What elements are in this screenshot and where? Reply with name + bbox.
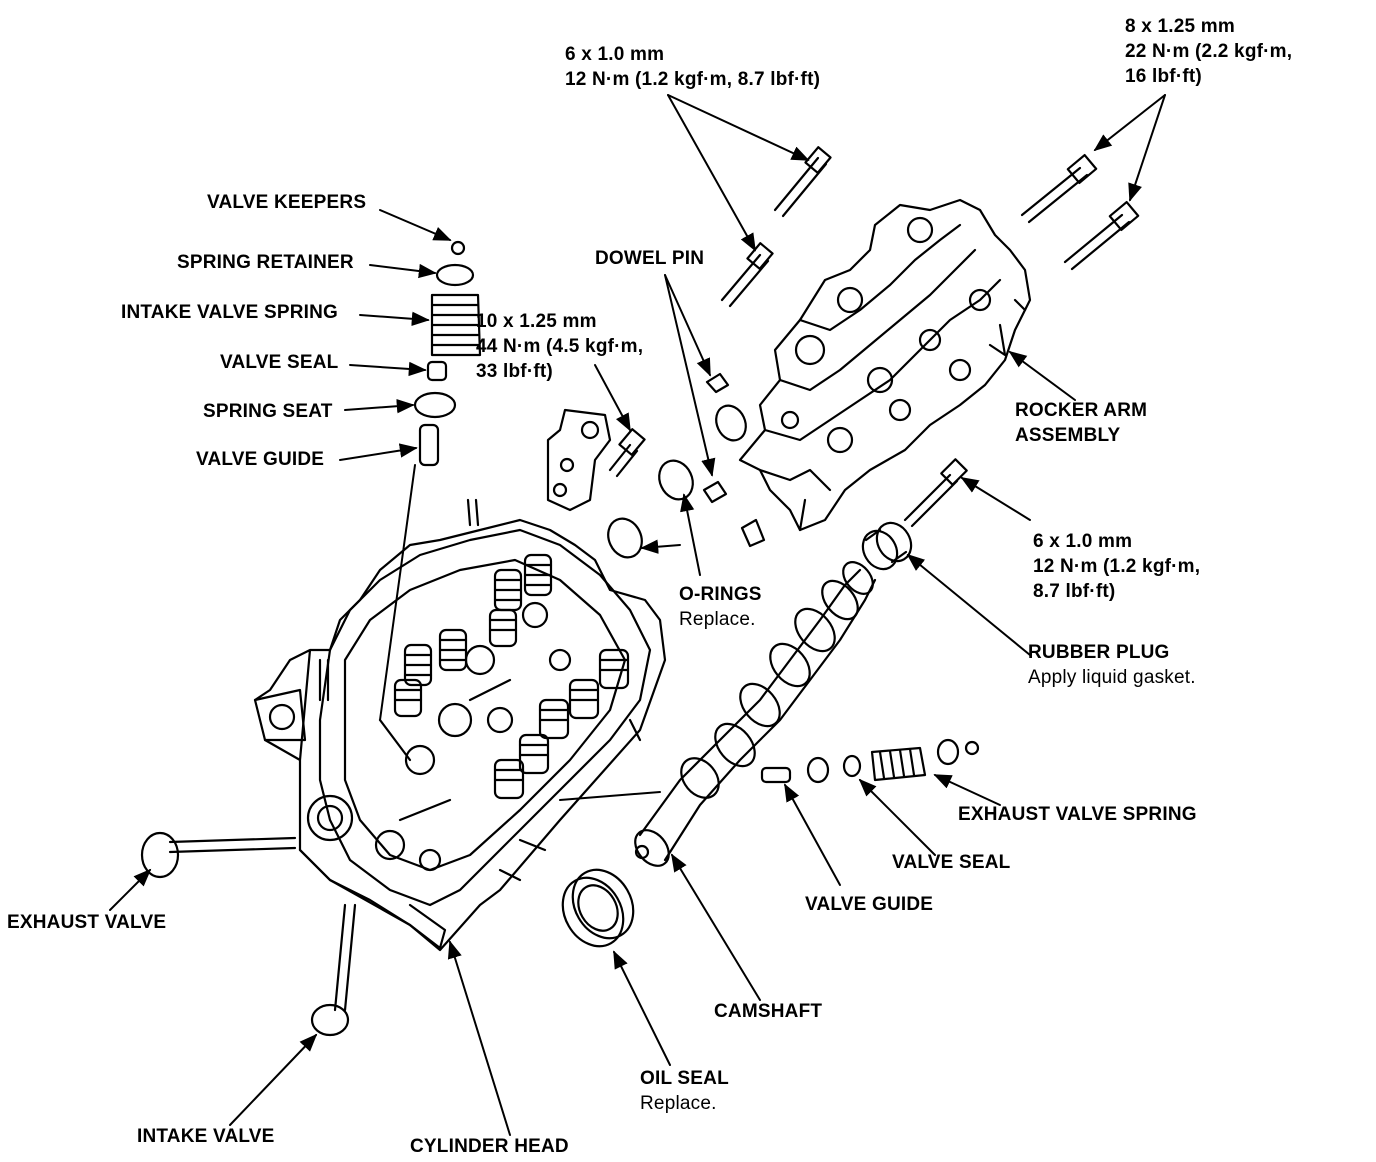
rocker-arm-assembly-line1: ROCKER ARM — [1015, 400, 1148, 421]
cylinder-head-label: CYLINDER HEAD — [410, 1136, 569, 1157]
rocker-arm-assembly-label: ROCKER ARM ASSEMBLY — [1015, 398, 1147, 448]
spring-seat-label: SPRING SEAT — [203, 401, 333, 422]
torque-spec-6mm-top-torque: 12 N·m (1.2 kgf·m, 8.7 lbf·ft) — [565, 69, 821, 90]
dowel-pin-label: DOWEL PIN — [595, 248, 705, 269]
rubber-plug-note: Apply liquid gasket. — [1028, 667, 1196, 688]
dowel-pins-drawing — [702, 372, 766, 548]
oil-seal-drawing — [561, 868, 635, 948]
torque-spec-8mm-size: 8 x 1.25 mm — [1125, 16, 1235, 37]
leader-lines — [109, 94, 1166, 1136]
torque-spec-6mm-right-torque-cont: 8.7 lbf·ft) — [1033, 581, 1116, 602]
camshaft-drawing — [634, 561, 877, 867]
rocker-arm-assembly-line2: ASSEMBLY — [1015, 425, 1121, 446]
intake-valve-parts-drawing — [413, 240, 482, 467]
torque-spec-8mm: 8 x 1.25 mm 22 N·m (2.2 kgf·m, 16 lbf·ft… — [1125, 14, 1292, 89]
exhaust-valve-parts-drawing — [760, 738, 980, 784]
o-rings-title: O-RINGS — [679, 584, 762, 605]
exhaust-valve-label: EXHAUST VALVE — [7, 912, 167, 933]
torque-spec-10mm: 10 x 1.25 mm 44 N·m (4.5 kgf·m, 33 lbf·f… — [476, 309, 643, 384]
spring-retainer-label: SPRING RETAINER — [177, 252, 354, 273]
o-rings-note: Replace. — [679, 609, 756, 630]
rubber-plug-label: RUBBER PLUG Apply liquid gasket. — [1028, 640, 1196, 690]
valve-guide-top-label: VALVE GUIDE — [196, 449, 325, 470]
valve-keepers-label: VALVE KEEPERS — [207, 192, 367, 213]
torque-spec-10mm-torque: 44 N·m (4.5 kgf·m, — [476, 336, 644, 357]
torque-spec-6mm-right: 6 x 1.0 mm 12 N·m (1.2 kgf·m, 8.7 lbf·ft… — [1033, 529, 1200, 604]
valve-seal-bottom-label: VALVE SEAL — [892, 852, 1011, 873]
torque-spec-6mm-right-size: 6 x 1.0 mm — [1033, 531, 1133, 552]
oil-seal-note: Replace. — [640, 1093, 717, 1114]
torque-spec-10mm-torque-cont: 33 lbf·ft) — [476, 361, 553, 382]
torque-spec-6mm-top-size: 6 x 1.0 mm — [565, 44, 665, 65]
rubber-plug-title: RUBBER PLUG — [1028, 642, 1170, 663]
o-rings-label: O-RINGS Replace. — [679, 582, 762, 632]
oil-seal-label: OIL SEAL Replace. — [640, 1066, 729, 1116]
intake-valve-spring-label: INTAKE VALVE SPRING — [121, 302, 339, 323]
camshaft-label: CAMSHAFT — [714, 1001, 823, 1022]
bolts-drawing — [608, 146, 1140, 528]
rubber-plug-drawing — [861, 521, 913, 571]
valves-drawing — [140, 831, 357, 1037]
torque-spec-6mm-top: 6 x 1.0 mm 12 N·m (1.2 kgf·m, 8.7 lbf·ft… — [565, 42, 820, 92]
rocker-arm-assembly-drawing — [738, 198, 1032, 532]
torque-spec-8mm-torque-cont: 16 lbf·ft) — [1125, 66, 1202, 87]
o-rings-drawing — [607, 404, 747, 559]
valve-seal-top-label: VALVE SEAL — [220, 352, 339, 373]
torque-spec-8mm-torque: 22 N·m (2.2 kgf·m, — [1125, 41, 1293, 62]
valve-guide-bottom-label: VALVE GUIDE — [805, 894, 934, 915]
exhaust-valve-spring-label: EXHAUST VALVE SPRING — [958, 804, 1197, 825]
torque-spec-6mm-right-torque: 12 N·m (1.2 kgf·m, — [1033, 556, 1201, 577]
torque-spec-10mm-size: 10 x 1.25 mm — [476, 311, 597, 332]
cylinder-head-drawing — [253, 408, 667, 952]
intake-valve-label: INTAKE VALVE — [137, 1126, 275, 1147]
oil-seal-title: OIL SEAL — [640, 1068, 729, 1089]
